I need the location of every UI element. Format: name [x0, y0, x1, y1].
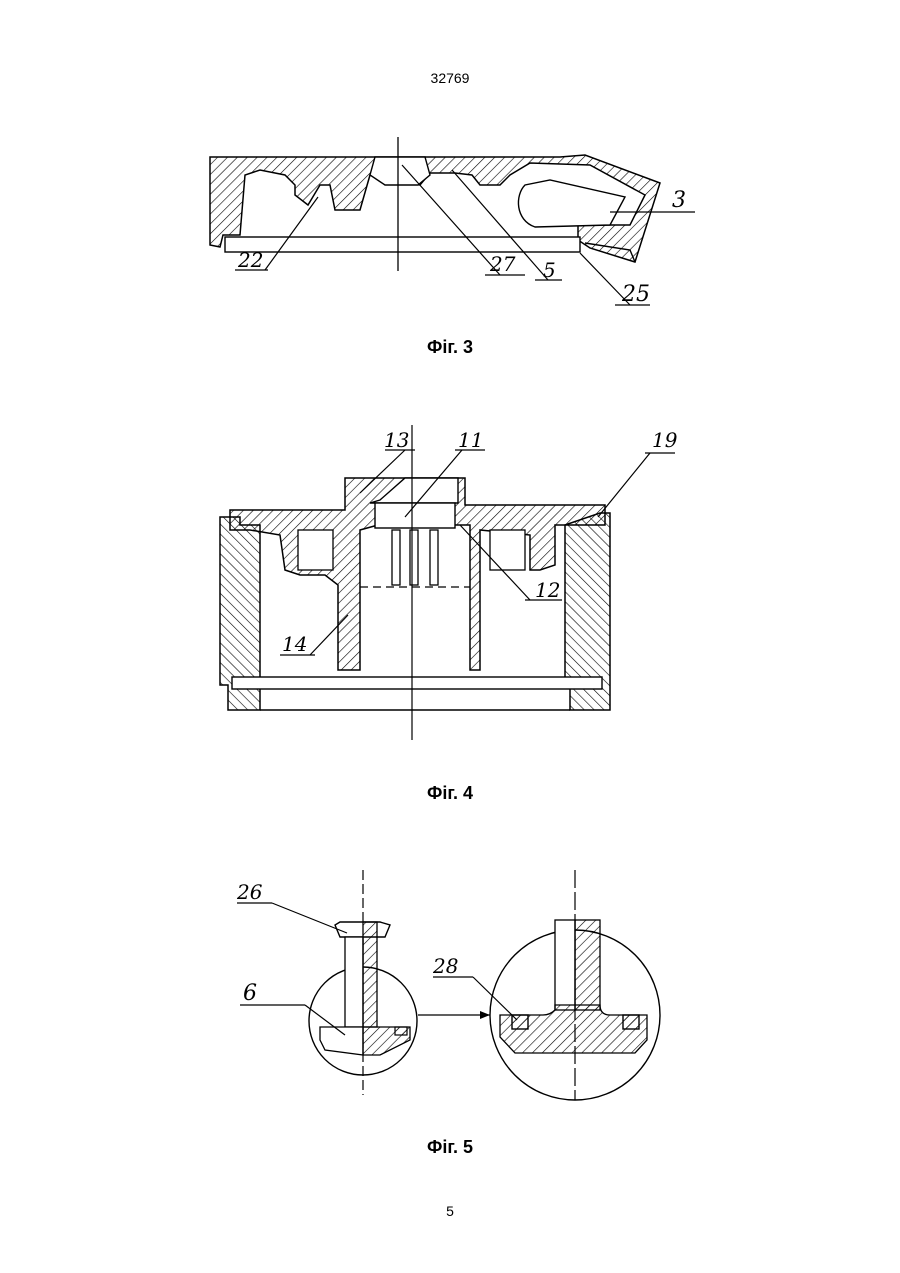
page-header-number: 32769: [0, 70, 900, 86]
fig5-label-6: 6: [243, 981, 257, 1006]
figure-3-drawing: 3 22 27 5 25: [190, 125, 710, 320]
fig3-label-27: 27: [489, 252, 516, 276]
figure-4-caption: Фіг. 4: [0, 783, 900, 804]
figure-5-caption: Фіг. 5: [0, 1137, 900, 1158]
fig3-label-25: 25: [621, 282, 650, 307]
fig4-label-11: 11: [458, 428, 483, 452]
fig5-label-28: 28: [432, 954, 458, 978]
page-number: 5: [0, 1203, 900, 1219]
fig4-label-14: 14: [282, 632, 307, 656]
fig5-label-26: 26: [236, 880, 263, 904]
figure-3-caption: Фіг. 3: [0, 337, 900, 358]
figure-5-drawing: 26 6 28: [215, 855, 695, 1115]
fig4-label-13: 13: [384, 428, 409, 452]
fig4-label-19: 19: [652, 428, 678, 452]
fig3-label-22: 22: [237, 248, 263, 272]
fig4-label-12: 12: [535, 578, 560, 602]
fig3-label-5: 5: [543, 258, 556, 282]
fig3-label-3: 3: [672, 188, 686, 213]
figure-4-drawing: 13 11 19 12 14: [180, 405, 725, 755]
